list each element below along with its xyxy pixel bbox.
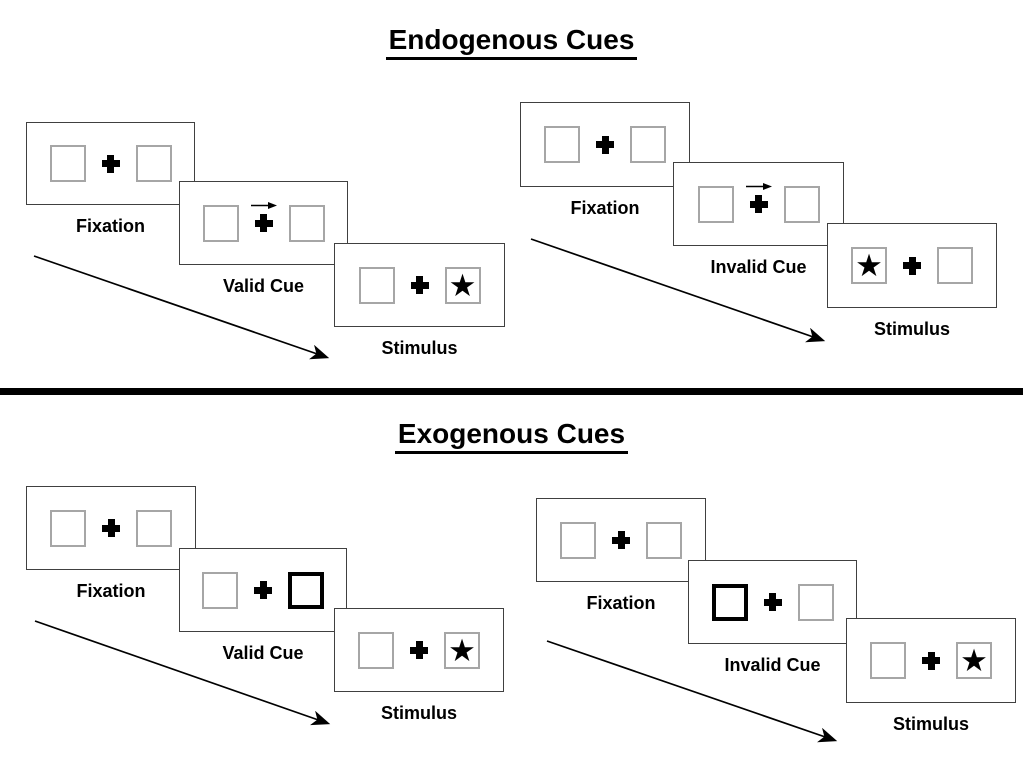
right-stimulus-box: ★ xyxy=(956,642,992,679)
left-stimulus-box xyxy=(711,583,748,621)
left-stimulus-box xyxy=(544,126,580,163)
exo-invalid-timeline-arrow xyxy=(546,640,838,743)
fixation-cross-icon xyxy=(102,519,120,537)
endo-valid-fixation-screen xyxy=(26,122,195,205)
frame-label: Fixation xyxy=(570,198,640,218)
endo-valid-cue-screen xyxy=(179,181,348,265)
exogenous-title-text: Exogenous Cues xyxy=(394,418,629,454)
exo-valid-cue-screen xyxy=(179,548,347,632)
right-stimulus-box: ★ xyxy=(444,631,480,669)
fixation-cross-icon xyxy=(596,135,614,154)
frame-label: Fixation xyxy=(586,593,656,613)
right-stimulus-box xyxy=(288,571,324,609)
exo-invalid-fixation-screen xyxy=(536,498,706,582)
exogenous-section-title: Exogenous Cues xyxy=(0,418,1023,454)
fixation-cross-icon xyxy=(612,531,630,549)
right-stimulus-box: ★ xyxy=(444,266,481,304)
left-stimulus-box xyxy=(358,631,394,669)
frame-label: Invalid Cue xyxy=(724,655,821,675)
cue-arrow-icon xyxy=(745,183,772,190)
fixation-cross-icon xyxy=(101,154,120,173)
frame-label: Valid Cue xyxy=(222,276,305,296)
exo-invalid-stimulus-screen: ★ xyxy=(846,618,1016,703)
endo-invalid-fixation-screen xyxy=(520,102,690,187)
fixation-cross-icon xyxy=(410,276,429,294)
fixation-cross-icon xyxy=(749,195,768,213)
frame-label: Fixation xyxy=(75,216,145,236)
left-stimulus-box xyxy=(358,266,395,304)
endo-valid-stimulus-screen: ★ xyxy=(334,243,505,327)
left-stimulus-box xyxy=(50,509,86,547)
fixation-cross-icon xyxy=(903,256,921,275)
endo-valid-timeline-arrow xyxy=(33,255,330,360)
left-stimulus-box xyxy=(870,642,906,679)
endo-invalid-stimulus-screen: ★ xyxy=(827,223,997,308)
frame-label: Stimulus xyxy=(873,319,950,339)
endo-invalid-timeline-arrow xyxy=(530,238,826,343)
frame-label: Fixation xyxy=(76,581,146,601)
right-stimulus-box xyxy=(937,247,973,284)
left-stimulus-box xyxy=(560,521,596,559)
right-stimulus-box xyxy=(797,583,834,621)
fixation-cross-icon xyxy=(922,651,940,670)
exo-invalid-cue-screen xyxy=(688,560,857,644)
right-stimulus-box xyxy=(783,185,820,223)
endogenous-section-title: Endogenous Cues xyxy=(0,24,1023,60)
frame-label: Invalid Cue xyxy=(710,257,807,277)
exo-valid-fixation-screen xyxy=(26,486,196,570)
left-stimulus-box: ★ xyxy=(851,247,887,284)
endo-invalid-cue-screen xyxy=(673,162,844,246)
frame-label: Stimulus xyxy=(381,338,458,358)
section-divider xyxy=(0,388,1023,395)
right-stimulus-box xyxy=(630,126,666,163)
fixation-cross-icon xyxy=(410,641,428,659)
endogenous-title-text: Endogenous Cues xyxy=(385,24,638,60)
exo-valid-timeline-arrow xyxy=(34,620,331,726)
left-stimulus-box xyxy=(697,185,734,223)
left-stimulus-box xyxy=(202,571,238,609)
fixation-cross-icon xyxy=(763,593,782,611)
fixation-cross-icon xyxy=(254,214,273,232)
right-stimulus-box xyxy=(646,521,682,559)
left-stimulus-box xyxy=(49,145,86,182)
cue-arrow-icon xyxy=(250,202,277,209)
right-stimulus-box xyxy=(288,204,325,242)
frame-label: Stimulus xyxy=(380,703,457,723)
right-stimulus-box xyxy=(135,145,172,182)
fixation-cross-icon xyxy=(254,581,272,599)
exo-valid-stimulus-screen: ★ xyxy=(334,608,504,692)
right-stimulus-box xyxy=(136,509,172,547)
left-stimulus-box xyxy=(202,204,239,242)
frame-label: Stimulus xyxy=(892,714,969,734)
frame-label: Valid Cue xyxy=(222,643,304,663)
